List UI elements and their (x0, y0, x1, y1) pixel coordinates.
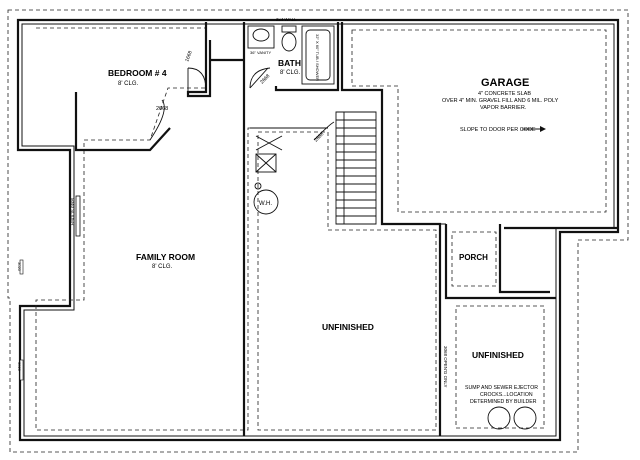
family-room-guide (35, 27, 250, 431)
vanity-label: 36" VANITY (250, 50, 271, 55)
porch-name: PORCH (459, 253, 488, 262)
garage-guide (351, 29, 607, 213)
family-room-ceiling: 8' CLG. (152, 264, 172, 270)
window-left-high (19, 259, 24, 275)
exterior-outline (7, 9, 629, 453)
sump-note-2: CROCKS...LOCATION (480, 392, 533, 398)
bath-name: BATH (278, 58, 301, 68)
unfinished-guide (257, 131, 437, 431)
window-family-slider (75, 195, 81, 237)
bedroom-name: BEDROOM # 4 (108, 68, 167, 78)
porch-guide (451, 231, 497, 287)
exterior-wall (16, 18, 620, 442)
stair-door (313, 121, 335, 141)
garage-note-3: VAPOR BARRIER. (480, 105, 527, 111)
window-left-low (19, 359, 24, 381)
door-bed-top-label: 1668 (184, 50, 194, 63)
top-wall-label: 2x4 WALL (276, 17, 297, 22)
bedroom-door (187, 67, 207, 94)
door-stair-label: 2668 (313, 131, 325, 143)
interior-walls (74, 22, 618, 436)
unfinished-side-name: UNFINISHED (472, 350, 524, 360)
garage-note-2: OVER 4" MIN. GRAVEL FILL AND 6 MIL. POLY (442, 98, 559, 104)
tub-label: 32" X 60" TUB / SHOWER (315, 34, 320, 81)
bath-door (249, 67, 271, 89)
door-bath-label: 2668 (259, 73, 271, 85)
slope-arrow (522, 126, 546, 132)
window-family-label: 5040 SLIDER (70, 198, 75, 226)
garage-slope: SLOPE TO DOOR PER CODE (460, 127, 536, 133)
tub-fixture (301, 25, 335, 85)
opening-only-label: 3068 OPEN'G ONLY (443, 346, 448, 388)
bedroom-ceiling: 8' CLG. (118, 81, 138, 87)
sump-note-1: SUMP AND SEWER EJECTOR (465, 385, 538, 391)
side-unfinished-guide (455, 305, 545, 429)
bath-ceiling: 8' CLG. (280, 70, 300, 76)
unfinished-main-name: UNFINISHED (322, 322, 374, 332)
vanity-fixture (247, 25, 275, 49)
water-heater (253, 182, 279, 215)
utility-boxes (255, 135, 283, 173)
water-heater-label: W.H. (259, 201, 272, 207)
sump-note-3: DETERMINED BY BUILDER (470, 399, 537, 405)
garage-note-1: 4" CONCRETE SLAB (478, 91, 531, 97)
stair (335, 111, 377, 225)
exterior-wall-inner (21, 23, 615, 437)
sump-crocks (487, 406, 537, 430)
window-left-high-label: 3020 (17, 262, 22, 272)
toilet-fixture (281, 25, 297, 52)
family-room-name: FAMILY ROOM (136, 252, 195, 262)
garage-name: GARAGE (481, 77, 529, 89)
window-left-low-label: 3020 (17, 362, 22, 372)
stair-outline (335, 111, 377, 225)
bedroom-closet-door (149, 99, 165, 141)
door-bed-label: 2668 (156, 106, 168, 112)
